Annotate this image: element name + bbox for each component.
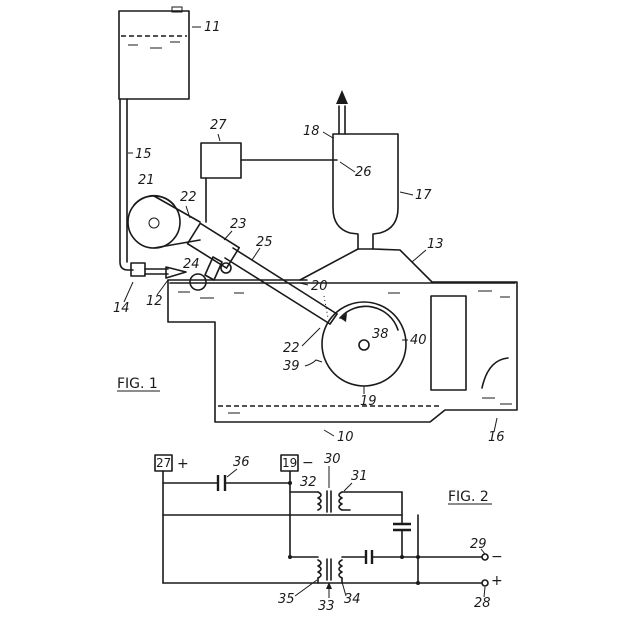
label-12: 12 — [146, 294, 163, 309]
label-25: 25 — [256, 235, 273, 250]
label-13: 13 — [427, 237, 444, 252]
terminal-27-label: 27 — [156, 456, 171, 470]
label-16: 16 — [488, 430, 505, 445]
label-15: 15 — [135, 147, 152, 162]
label-36: 36 — [233, 455, 250, 470]
terminal-29 — [481, 553, 489, 561]
label-23: 23 — [230, 217, 247, 232]
label-22-top: 22 — [180, 190, 197, 205]
label-10: 10 — [337, 430, 354, 445]
drum-19 — [321, 301, 407, 387]
label-11: 11 — [204, 20, 221, 35]
vessel-17 — [332, 133, 399, 250]
label-40: 40 — [410, 333, 427, 348]
label-29: 29 — [470, 537, 487, 552]
label-21: 21 — [138, 173, 155, 188]
label-35: 35 — [278, 592, 295, 607]
label-33: 33 — [318, 599, 335, 614]
label-28: 28 — [474, 596, 491, 611]
label-19: 19 — [360, 394, 377, 409]
tank-11 — [118, 6, 190, 100]
box-27 — [200, 142, 242, 179]
fig1-label: FIG. 1 — [117, 376, 158, 392]
label-38: 38 — [372, 327, 389, 342]
transformer-33 — [317, 558, 343, 584]
plus-28: + — [491, 573, 503, 589]
label-22-bot: 22 — [283, 341, 300, 356]
block — [430, 295, 467, 391]
arrow-18 — [336, 90, 348, 104]
terminal-19-label: 19 — [282, 456, 297, 470]
minus-19: − — [302, 455, 314, 471]
corner-16 — [481, 357, 509, 389]
terminal-28 — [481, 579, 489, 587]
label-17: 17 — [415, 188, 432, 203]
label-31: 31 — [351, 469, 368, 484]
label-26: 26 — [355, 165, 372, 180]
label-14: 14 — [113, 301, 130, 316]
fig2-label: FIG. 2 — [448, 489, 489, 505]
holder-23 — [186, 222, 241, 269]
label-34: 34 — [344, 592, 361, 607]
label-24: 24 — [183, 257, 200, 272]
minus-29: − — [491, 549, 503, 565]
label-18: 18 — [303, 124, 320, 139]
label-32: 32 — [300, 475, 317, 490]
plus-27: + — [177, 456, 189, 472]
label-20: 20 — [311, 279, 328, 294]
nozzle-12 — [165, 266, 187, 279]
housing-10 — [167, 248, 518, 423]
label-39: 39 — [283, 359, 300, 374]
transformer-30 — [317, 490, 403, 513]
label-30: 30 — [324, 452, 341, 467]
label-27: 27 — [210, 118, 227, 133]
pivot-24 — [220, 262, 232, 274]
pipe-15 — [119, 98, 134, 271]
rod-25 — [224, 257, 331, 325]
